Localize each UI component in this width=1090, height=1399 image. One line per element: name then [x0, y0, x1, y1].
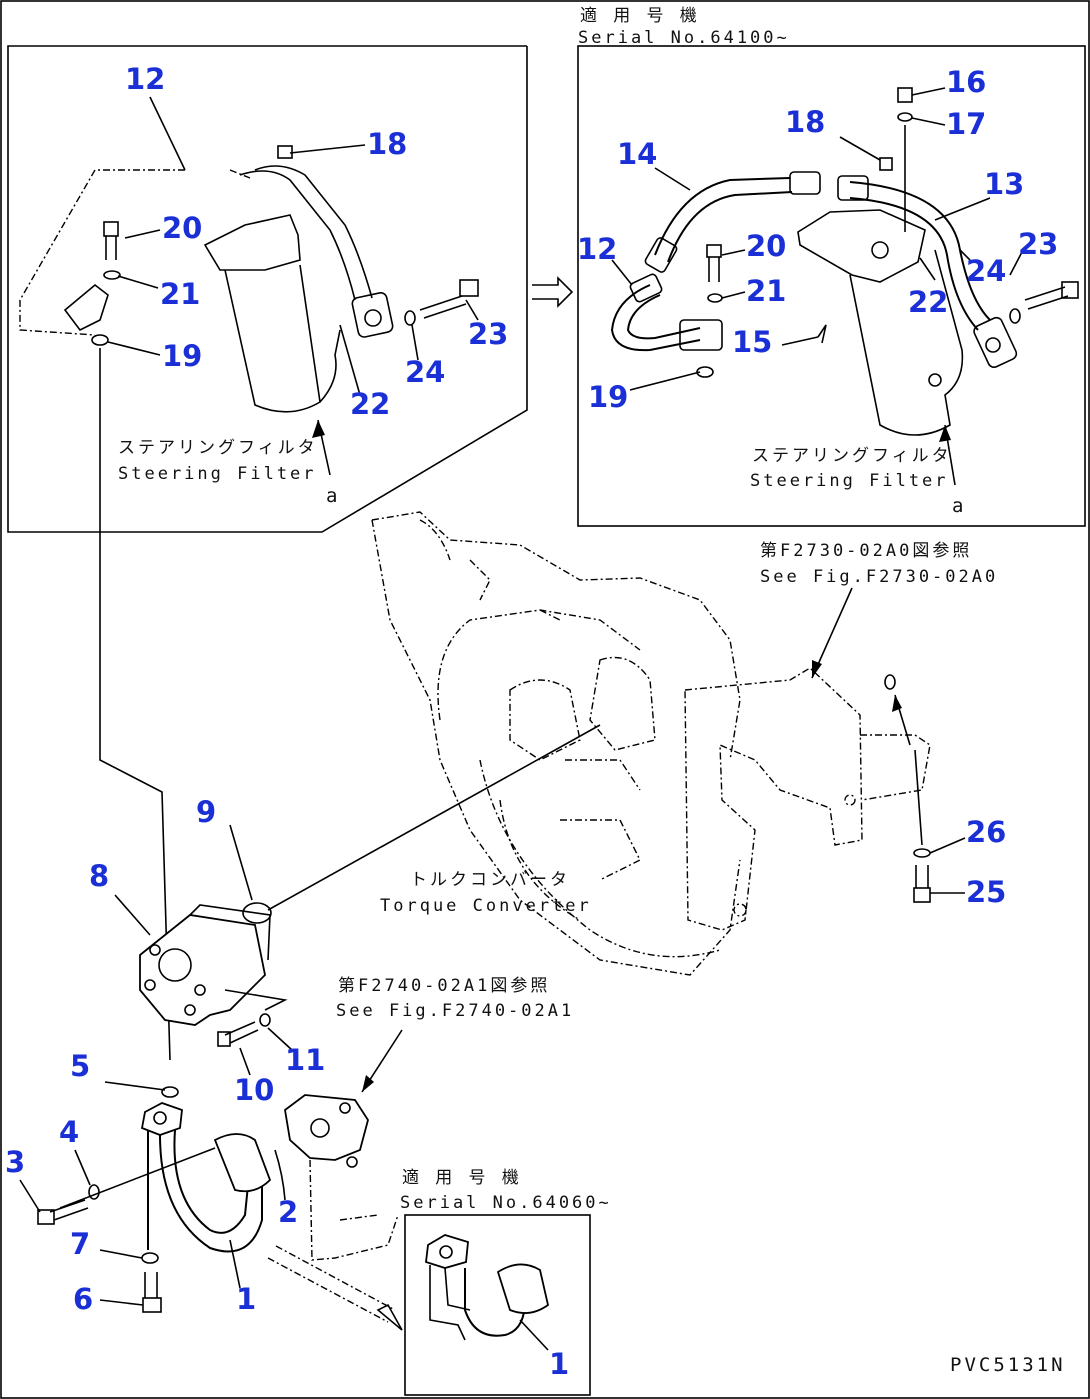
pipe-12: [610, 284, 701, 352]
callout-23-detail-new: 23: [1018, 227, 1059, 261]
callout-3: 3: [5, 1145, 26, 1179]
callout-7: 7: [70, 1227, 91, 1261]
serial-bottom-jp: 適 用 号 機: [402, 1168, 522, 1188]
torque-converter-jp: トルクコンバータ: [410, 870, 570, 890]
callout-10: 10: [234, 1073, 275, 1107]
filter-new-jp: ステアリングフィルタ: [752, 446, 952, 466]
pump-8: [139, 904, 288, 1026]
detail-a-old-boundary: [19, 169, 185, 336]
filter-old-jp: ステアリングフィルタ: [118, 438, 318, 458]
leader-filter-to-pump: [99, 348, 171, 1061]
callout-23-detail-old: 23: [468, 317, 509, 351]
serial-top-jp: 適 用 号 機: [580, 6, 700, 26]
callout-22-detail-new: 22: [908, 285, 949, 319]
callout-24-detail-old: 24: [405, 355, 446, 389]
callout-14-detail-new: 14: [617, 137, 658, 171]
filter-old-en: Steering Filter: [118, 464, 317, 484]
filter-canister-new: [849, 249, 964, 436]
serial-top-en: Serial No.64100~: [578, 28, 790, 48]
filter-head-old: [203, 214, 301, 271]
callout-22-detail-old: 22: [350, 387, 391, 421]
oring-9: [242, 902, 272, 924]
callout-19-detail-new: 19: [588, 380, 629, 414]
ref-top-en: See Fig.F2730-02A0: [760, 567, 999, 587]
serial-inset-frame: [404, 1214, 591, 1396]
filter-new-en: Steering Filter: [750, 471, 949, 491]
detail-a-new-frame: [577, 45, 1086, 527]
callout-15-detail-new: 15: [732, 325, 773, 359]
callout-12-detail-new: 12: [577, 232, 618, 266]
inset-arrow: [267, 1245, 396, 1323]
detail-a-old-frame: [7, 45, 528, 533]
callout-12-detail-old: 12: [125, 62, 166, 96]
callout-9: 9: [196, 795, 217, 829]
transmission-outline: [371, 511, 741, 976]
ref-mid-en: See Fig.F2740-02A1: [336, 1001, 575, 1021]
ref-top-jp: 第F2730-02A0図参照: [760, 541, 973, 561]
callout-18-detail-old: 18: [367, 127, 408, 161]
filter-head-new: [797, 209, 926, 283]
filter-canister-old: [224, 264, 321, 413]
callout-8: 8: [89, 859, 110, 893]
callout-20-detail-new: 20: [746, 229, 787, 263]
callout-5: 5: [70, 1049, 91, 1083]
hose-14: [654, 177, 791, 256]
callout-6: 6: [73, 1282, 94, 1316]
callout-4: 4: [59, 1115, 80, 1149]
leader-oring-9: [267, 724, 601, 911]
valve-block: [284, 1094, 369, 1161]
callout-21-detail-new: 21: [746, 274, 787, 308]
hose-13: [849, 181, 991, 321]
torque-converter-en: Torque Converter: [380, 896, 592, 916]
callout-24-detail-new: 24: [966, 254, 1007, 288]
pipe-old: [239, 170, 356, 301]
callout-1-inset: 1: [549, 1347, 570, 1381]
callout-17-detail-new: 17: [946, 107, 987, 141]
clamp-1: [213, 1133, 272, 1193]
flange-1: [140, 1102, 183, 1136]
callout-13-detail-new: 13: [984, 167, 1025, 201]
callout-20-detail-old: 20: [162, 211, 203, 245]
callout-25: 25: [966, 875, 1007, 909]
callout-21-detail-old: 21: [160, 277, 201, 311]
callout-1: 1: [236, 1282, 257, 1316]
ref-mid-jp: 第F2740-02A1図参照: [338, 976, 551, 996]
transfer-arrow: [532, 276, 574, 308]
callout-18-detail-new: 18: [785, 105, 826, 139]
drawing-code: PVC5131N: [950, 1354, 1066, 1376]
bracket-plate: [684, 667, 931, 931]
callout-11: 11: [285, 1043, 326, 1077]
callout-19-detail-old: 19: [162, 339, 203, 373]
callout-26: 26: [966, 815, 1007, 849]
view-a-new: a: [952, 495, 967, 517]
view-a-old: a: [326, 485, 341, 507]
callout-2: 2: [278, 1195, 299, 1229]
serial-bottom-en: Serial No.64060~: [400, 1193, 612, 1213]
callout-16-detail-new: 16: [946, 65, 987, 99]
